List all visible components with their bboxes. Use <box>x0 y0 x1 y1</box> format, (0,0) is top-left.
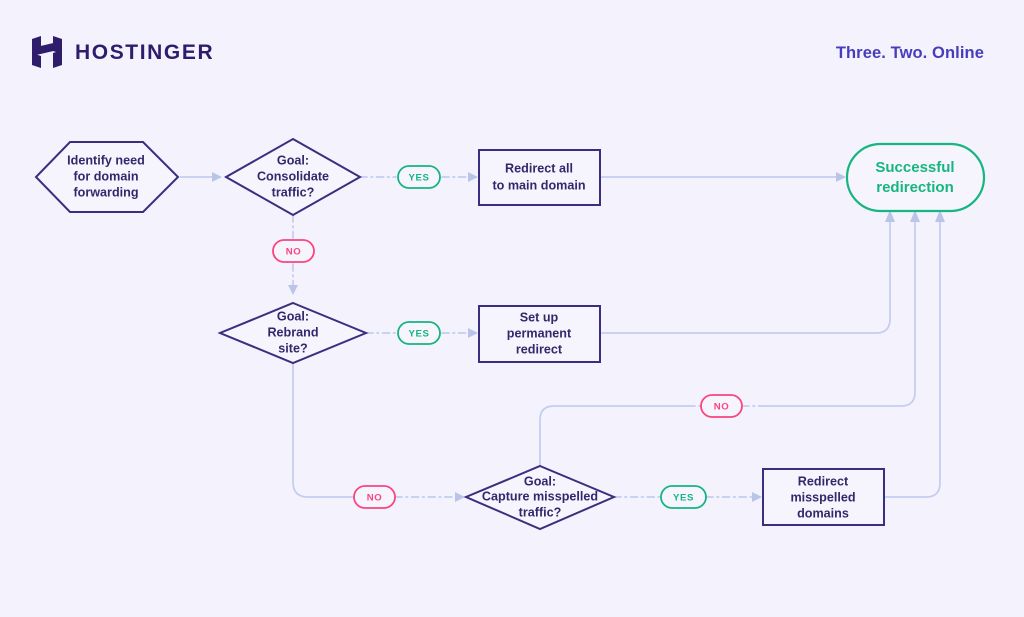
edge-label-yes-2: YES <box>397 321 441 345</box>
node-line: Successful <box>875 159 954 176</box>
node-goal-capture-misspelled-traffic[interactable]: Goal: Capture misspelled traffic? <box>463 464 617 531</box>
node-successful-redirection[interactable]: Successful redirection <box>845 142 986 213</box>
node-line: Identify need <box>67 153 145 167</box>
node-line: site? <box>278 341 307 355</box>
edge-a3-to-end <box>884 210 945 498</box>
edge-d1-no-to-d2 <box>288 214 298 295</box>
edge-d2-yes-to-a2 <box>365 328 478 338</box>
node-line: permanent <box>507 326 572 340</box>
node-line: Redirect <box>798 474 849 488</box>
brand-wordmark: HOSTINGER <box>75 40 215 64</box>
node-redirect-all-to-main-domain[interactable]: Redirect all to main domain <box>478 149 601 206</box>
node-identify-need[interactable]: Identify need for domain forwarding <box>34 141 180 213</box>
edge-d3-no-to-end <box>539 210 920 466</box>
node-line: misspelled <box>790 490 855 504</box>
edge-label-text: NO <box>714 402 730 413</box>
brand-logo: HOSTINGER <box>32 36 214 68</box>
edge-label-text: YES <box>409 173 430 184</box>
node-line: traffic? <box>519 505 562 519</box>
node-line: Capture misspelled <box>482 489 598 503</box>
edge-a1-to-end <box>600 172 846 182</box>
node-line: Consolidate <box>257 169 329 183</box>
node-redirect-misspelled-domains[interactable]: Redirect misspelled domains <box>762 468 885 526</box>
edge-label-yes-3: YES <box>660 485 707 509</box>
edge-label-no-3: NO <box>700 394 743 418</box>
edge-a2-to-end <box>600 210 895 334</box>
node-goal-rebrand-site[interactable]: Goal: Rebrand site? <box>217 301 369 365</box>
edge-label-text: NO <box>367 493 383 504</box>
node-line: domains <box>797 506 849 520</box>
hostinger-logo-icon <box>32 36 62 68</box>
edge-label-yes-1: YES <box>397 165 441 189</box>
node-line: redirection <box>876 179 954 196</box>
node-goal-consolidate-traffic[interactable]: Goal: Consolidate traffic? <box>223 137 363 217</box>
node-line: redirect <box>516 342 563 356</box>
node-line: forwarding <box>73 185 138 199</box>
node-line: Rebrand <box>267 325 318 339</box>
edge-start-to-d1 <box>180 172 222 182</box>
edge-d3-yes-to-a3 <box>613 492 762 502</box>
edge-d2-no-to-d3 <box>292 363 465 502</box>
edge-label-no-1: NO <box>272 239 315 263</box>
edge-label-text: YES <box>673 493 694 504</box>
node-line: Goal: <box>277 309 309 323</box>
node-set-up-permanent-redirect[interactable]: Set up permanent redirect <box>478 305 601 363</box>
edge-label-text: NO <box>286 247 302 258</box>
node-line: Goal: <box>524 474 556 488</box>
node-line: for domain <box>73 169 138 183</box>
node-line: traffic? <box>272 185 315 199</box>
node-line: Redirect all <box>505 161 573 175</box>
node-line: Goal: <box>277 153 309 167</box>
edge-d1-yes-to-a1 <box>359 172 478 182</box>
node-line: to main domain <box>492 178 585 192</box>
tagline: Three. Two. Online <box>835 44 984 62</box>
edge-label-text: YES <box>409 329 430 340</box>
edge-label-no-2: NO <box>353 485 396 509</box>
node-line: Set up <box>520 310 559 324</box>
